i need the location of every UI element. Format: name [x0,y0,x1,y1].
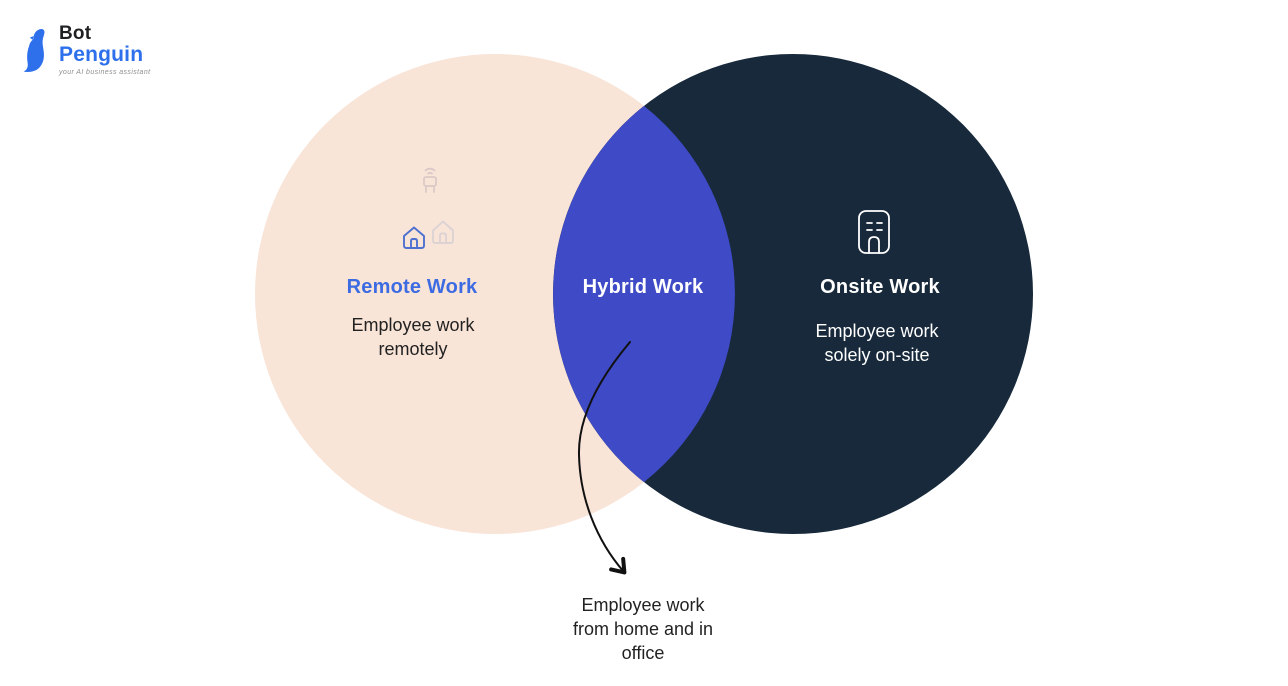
logo-brand-bottom: Penguin [59,43,144,66]
onsite-desc-line-1: Employee work [815,321,939,341]
hybrid-annotation: Employee work from home and in office [573,593,713,665]
logo-brand-top: Bot [59,23,92,44]
remote-desc-line-1: Employee work [351,315,475,335]
office-building-icon [858,210,890,254]
penguin-icon [23,28,45,72]
house-icon [403,226,425,249]
annotation-line-2: from home and in [572,619,714,639]
annotation-line-3: office [621,643,665,663]
curved-arrow-icon [577,341,631,575]
remote-desc-line-2: remotely [378,339,448,359]
remote-work-description: Employee work remotely [351,313,474,361]
hybrid-work-title: Hybrid Work [582,276,704,298]
onsite-work-description: Employee work solely on-site [815,319,938,367]
remote-person-ghost-icon [423,167,437,193]
onsite-desc-line-2: solely on-site [824,345,930,365]
annotation-line-1: Employee work [581,595,705,615]
house-ghost-icon [432,220,454,244]
botpenguin-logo: Bot Penguin your AI business assistant [20,24,150,76]
remote-work-title: Remote Work [346,276,478,298]
logo-text: Bot Penguin your AI business assistant [59,23,151,77]
onsite-work-title: Onsite Work [820,276,940,298]
logo-tagline: your AI business assistant [59,69,151,76]
